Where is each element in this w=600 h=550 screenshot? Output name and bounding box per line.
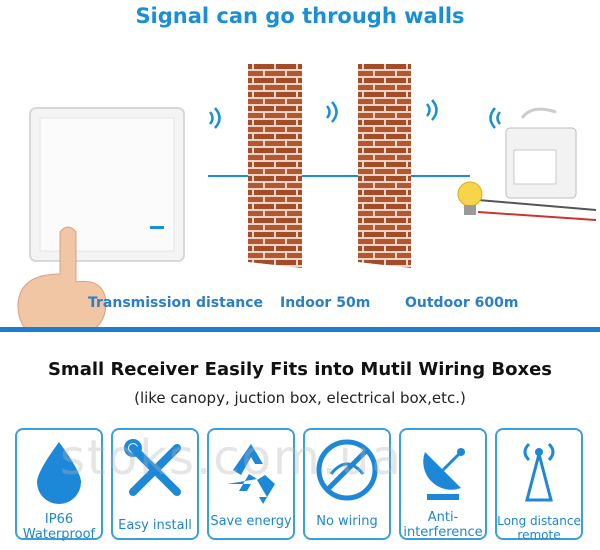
feature-save-energy: Save energy [207,428,295,540]
section-note: (like canopy, juction box, electrical bo… [134,389,466,407]
feature-label-line2: interference [403,525,483,540]
feature-label-line2: Waterproof [22,527,96,542]
indoor-distance-label: Indoor 50m [280,295,371,311]
signal-tower-icon [523,442,555,502]
tools-icon [124,439,181,496]
feature-label-line1: Save energy [210,514,292,529]
no-wiring-icon [316,439,378,501]
recycle-icon [227,444,275,504]
illustration [17,64,597,330]
signal-waves-icon [208,99,502,129]
feature-label-line1: Long distance [497,514,581,528]
wall-switch [29,107,185,262]
feature-anti-interference: Anti- interference [399,428,487,540]
outdoor-distance-label: Outdoor 600m [405,295,519,311]
feature-waterproof: IP66 Waterproof [15,428,103,542]
feature-no-wiring: No wiring [303,428,391,540]
feature-label-line1: No wiring [316,514,378,529]
finger-icon [17,226,107,330]
receiver-module [477,107,597,221]
section-title: Small Receiver Easily Fits into Mutil Wi… [47,359,553,380]
feature-label-line2: remote [517,528,561,542]
satellite-dish-icon [423,448,465,500]
feature-label-line1: IP66 [44,512,74,527]
feature-label-line1: Anti- [427,510,459,525]
feature-easy-install: Easy install [111,428,199,540]
transmission-distance-label: Transmission distance [88,295,264,311]
light-bulb-icon [457,181,483,215]
brick-wall-1 [248,64,302,268]
water-drop-icon [37,442,81,504]
feature-label-line1: Easy install [118,518,192,533]
page-title: Signal can go through walls [135,4,465,28]
section-divider [0,327,600,332]
feature-long-distance: Long distance remote [495,428,583,542]
brick-wall-2 [358,64,411,268]
